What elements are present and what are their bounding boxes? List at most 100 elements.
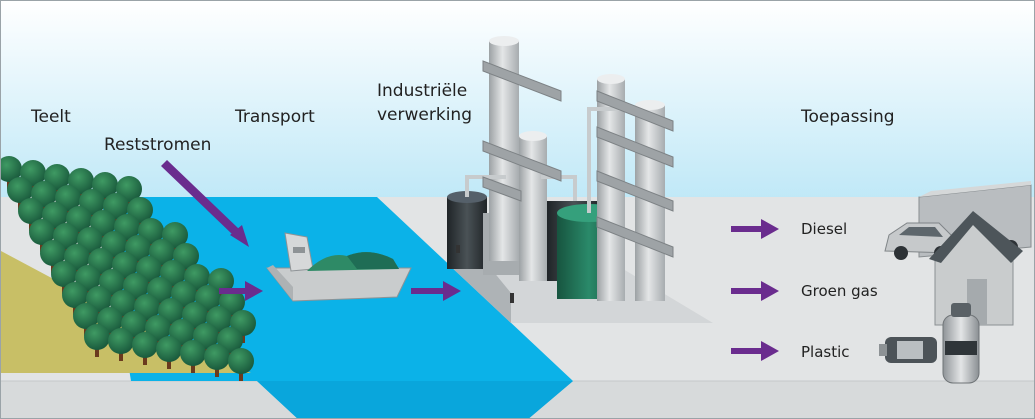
- tree-trunk: [182, 302, 186, 314]
- tree-icon: [73, 303, 99, 329]
- arrow-diesel: [731, 219, 779, 239]
- tree-trunk: [171, 281, 175, 293]
- bottle-icon: [879, 303, 980, 384]
- label-reststromen: Reststromen: [104, 135, 212, 155]
- tree-trunk: [88, 248, 92, 260]
- tree-trunk: [204, 344, 208, 356]
- tree-trunk: [99, 269, 103, 281]
- tree-trunk: [215, 365, 219, 377]
- tree-icon: [51, 261, 77, 287]
- tree-trunk: [169, 319, 173, 331]
- product-label-groen-gas: Groen gas: [801, 282, 878, 300]
- tree-trunk: [195, 285, 199, 297]
- tree-trunk: [119, 349, 123, 361]
- product-label-diesel: Diesel: [801, 220, 848, 238]
- tree-icon: [132, 332, 158, 358]
- tree-trunk: [77, 227, 81, 239]
- arrow-groen-gas: [731, 281, 779, 301]
- tree-trunk: [156, 336, 160, 348]
- tree-trunk: [125, 235, 129, 247]
- tree-trunk: [101, 231, 105, 243]
- tree-trunk: [114, 214, 118, 226]
- arrow-transport-industrie: [411, 281, 461, 301]
- tree-trunk: [73, 303, 77, 315]
- tree-icon: [84, 324, 110, 350]
- tree-trunk: [95, 345, 99, 357]
- product-label-plastic: Plastic: [801, 343, 850, 361]
- tree-trunk: [230, 310, 234, 322]
- tree-trunk: [79, 189, 83, 201]
- flow-arrows: [161, 160, 779, 361]
- tree-trunk: [143, 353, 147, 365]
- tree-plantation: [1, 156, 256, 381]
- label-industriele: Industriële: [377, 81, 468, 101]
- tree-trunk: [55, 185, 59, 197]
- tree-trunk: [29, 219, 33, 231]
- tree-trunk: [66, 206, 70, 218]
- tree-trunk: [42, 202, 46, 214]
- tree-trunk: [147, 277, 151, 289]
- tree-trunk: [53, 223, 57, 235]
- tree-trunk: [149, 239, 153, 251]
- tree-trunk: [84, 324, 88, 336]
- tree-icon: [204, 344, 230, 370]
- tree-icon: [62, 282, 88, 308]
- tree-trunk: [241, 331, 245, 343]
- tree-trunk: [138, 218, 142, 230]
- tree-trunk: [90, 210, 94, 222]
- tree-trunk: [158, 298, 162, 310]
- boat-icon: [265, 232, 412, 302]
- arrow-reststromen: [161, 160, 249, 247]
- tree-trunk: [31, 181, 35, 193]
- tree-trunk: [134, 294, 138, 306]
- tree-trunk: [180, 340, 184, 352]
- tree-trunk: [75, 265, 79, 277]
- tree-trunk: [18, 198, 22, 210]
- tree-trunk: [97, 307, 101, 319]
- tree-trunk: [86, 286, 90, 298]
- tree-trunk: [132, 332, 136, 344]
- arrow-teelt-transport: [219, 281, 263, 301]
- tree-trunk: [145, 315, 149, 327]
- tree-trunk: [121, 311, 125, 323]
- tree-trunk: [219, 289, 223, 301]
- tree-trunk: [193, 323, 197, 335]
- tree-trunk: [191, 361, 195, 373]
- label-verwerking: verwerking: [377, 105, 472, 125]
- tree-trunk: [123, 273, 127, 285]
- tree-trunk: [64, 244, 68, 256]
- tree-trunk: [217, 327, 221, 339]
- tree-trunk: [167, 357, 171, 369]
- house-icon: [929, 211, 1023, 326]
- tree-trunk: [239, 369, 243, 381]
- tree-trunk: [112, 252, 116, 264]
- tree-icon: [228, 348, 254, 374]
- tree-trunk: [173, 243, 177, 255]
- factory-icon: [447, 36, 713, 323]
- tree-trunk: [7, 177, 11, 189]
- arrow-plastic: [731, 341, 779, 361]
- tree-icon: [18, 198, 44, 224]
- tree-trunk: [127, 197, 131, 209]
- field: [1, 251, 251, 373]
- tree-trunk: [184, 264, 188, 276]
- tree-icon: [156, 336, 182, 362]
- tree-icon: [180, 340, 206, 366]
- tree-trunk: [110, 290, 114, 302]
- label-teelt: Teelt: [31, 107, 71, 127]
- tree-trunk: [160, 260, 164, 272]
- tree-icon: [108, 328, 134, 354]
- tree-icon: [29, 219, 55, 245]
- tree-trunk: [62, 282, 66, 294]
- tree-icon: [1, 156, 22, 182]
- tree-trunk: [51, 261, 55, 273]
- label-toepassing: Toepassing: [801, 107, 895, 127]
- tree-trunk: [206, 306, 210, 318]
- tree-icon: [7, 177, 33, 203]
- tree-trunk: [228, 348, 232, 360]
- tree-trunk: [103, 193, 107, 205]
- tree-trunk: [136, 256, 140, 268]
- tree-trunk: [40, 240, 44, 252]
